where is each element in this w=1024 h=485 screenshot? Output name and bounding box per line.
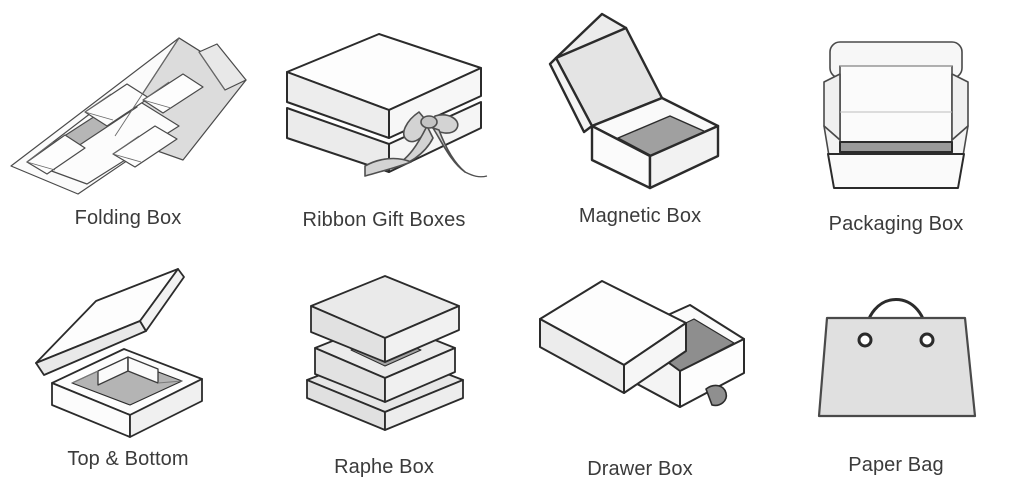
drawer-box-illustration — [512, 245, 768, 445]
gallery-item-label: Folding Box — [74, 207, 182, 229]
magnetic-box-illustration — [512, 0, 768, 206]
gallery-item-packaging-box[interactable]: Packaging Box — [768, 0, 1024, 245]
raphe-box-illustration — [256, 245, 512, 445]
paper-bag-illustration — [768, 245, 1024, 445]
top-and-bottom-box-illustration — [0, 245, 256, 445]
gallery-item-folding-box[interactable]: Folding Box — [0, 0, 256, 245]
gallery-item-label: Top & Bottom — [67, 448, 189, 470]
ribbon-gift-box-illustration — [256, 0, 512, 206]
gallery-item-label: Drawer Box — [587, 458, 693, 480]
gallery-item-raphe-box[interactable]: Raphe Box — [256, 245, 512, 485]
gallery-item-label: Paper Bag — [848, 454, 944, 476]
gallery-item-magnetic-box[interactable]: Magnetic Box — [512, 0, 768, 245]
gallery-item-drawer-box[interactable]: Drawer Box — [512, 245, 768, 485]
gallery-item-ribbon-gift-boxes[interactable]: Ribbon Gift Boxes — [256, 0, 512, 245]
gallery-item-label: Ribbon Gift Boxes — [302, 209, 466, 231]
gallery-item-label: Packaging Box — [828, 213, 964, 235]
gallery-item-top-bottom[interactable]: Top & Bottom — [0, 245, 256, 485]
gallery-item-paper-bag[interactable]: Paper Bag — [768, 245, 1024, 485]
packaging-box-illustration — [768, 0, 1024, 206]
folding-box-illustration — [0, 0, 256, 206]
gallery-item-label: Magnetic Box — [578, 205, 702, 227]
gallery-item-label: Raphe Box — [334, 456, 434, 478]
